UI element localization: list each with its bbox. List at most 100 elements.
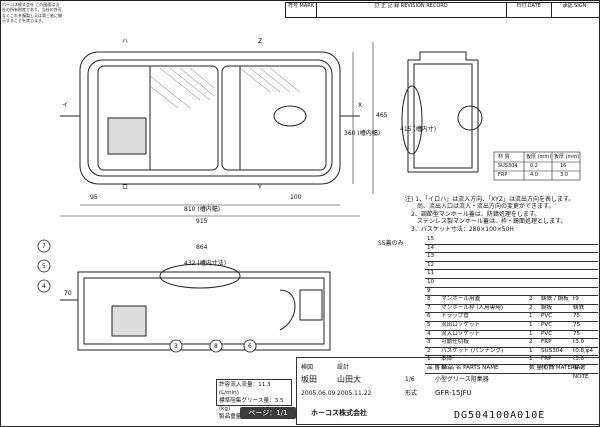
parts-cell-name: 流出口ソケット <box>441 322 481 328</box>
callout-6: 6 <box>248 343 252 350</box>
parts-cell-no: 14 <box>427 244 435 251</box>
dim-915: 915 <box>196 218 208 225</box>
parts-cell-name: 流入口ソケット <box>441 330 481 337</box>
dim-810: 810 (槽内幅) <box>184 206 221 213</box>
inner-table-r1c2: 3.0 <box>560 172 568 178</box>
parts-cell-mat: FRP <box>541 356 552 363</box>
parts-cell-name: トラップ管 <box>441 313 469 320</box>
note-line: 2、調節型マンホール蓋は、防錆処理をします。 <box>405 210 541 218</box>
parts-cell-note: t3.0 <box>573 339 585 346</box>
parts-header-note: 備 考 NOTE <box>573 365 589 380</box>
drawing-notes: 注) 1、「イロハ」は流入方向、「XYZ」は流出方向を表します。 尚、流出入口は… <box>405 196 597 233</box>
parts-cell-no: 15 <box>427 236 435 242</box>
designer-1: 坂田 <box>301 375 317 384</box>
parts-row: 12 <box>425 261 598 271</box>
dim-100: 100 <box>290 194 302 201</box>
parts-cell-no: 8 <box>427 296 431 303</box>
inner-table-r0c2: 16 <box>560 163 567 169</box>
plan-view <box>60 51 360 185</box>
parts-cell-qty: 1 <box>529 313 533 320</box>
inner-table-r1c1: 4.0 <box>530 172 538 178</box>
view-label-y: Y <box>258 184 262 191</box>
parts-cell-mat: PVC <box>541 330 553 337</box>
drawn-label: 設計 <box>337 364 350 371</box>
parts-cell-mat: 鋼板 <box>541 304 553 311</box>
parts-cell-note: t0.8,φ4 <box>573 347 594 354</box>
parts-cell-mat: PVC <box>541 313 553 320</box>
parts-cell-qty: 2 <box>529 339 533 346</box>
parts-row: 15 <box>425 235 598 245</box>
parts-cell-no: 11 <box>427 270 435 277</box>
parts-cell-note: t9 <box>573 296 579 303</box>
dim-70: 70 <box>64 290 72 297</box>
parts-row: 9 <box>425 287 598 297</box>
parts-cell-note: t3.0 <box>573 356 585 363</box>
parts-cell-no: 5 <box>427 322 431 328</box>
inner-table-h0: 材 質 <box>498 154 510 160</box>
view-label-i: イ <box>62 102 69 109</box>
rev-sign-header: 承認 SIGN <box>562 3 587 9</box>
parts-cell-no: 3 <box>427 339 431 346</box>
view-label-ha: ハ <box>122 38 129 45</box>
parts-row: 10 <box>425 278 598 288</box>
parts-cell-name: 可動仕切板 <box>441 339 469 346</box>
parts-cell-qty: 2 <box>529 304 533 311</box>
view-label-ro: ロ <box>122 184 129 191</box>
callout-3: 3 <box>174 343 178 350</box>
parts-cell-qty: 1 <box>529 330 533 337</box>
dim-95: 95 <box>90 194 98 201</box>
dim-432: 432 (槽内寸法) <box>184 260 227 267</box>
revision-table: 符号 MARK 訂 正 記 録 REVISION RECORD 日付 DATE … <box>285 2 600 18</box>
parts-cell-no: 10 <box>427 279 435 285</box>
parts-cell-note: 75 <box>573 330 581 337</box>
dim-465: 465 <box>376 112 388 119</box>
note-line: 注) 1、「イロハ」は流入方向、「XYZ」は流出方向を表します。 <box>405 196 575 203</box>
inner-table-r0c1: 0.2 <box>530 163 538 169</box>
title-block: 検図 設計 坂田 山田大 2005.06.09 2005.11.22 1/6 小… <box>296 357 600 425</box>
parts-cell-qty: 1 <box>529 347 533 354</box>
note-line: 3、バスケット寸法：280×100×50H <box>405 225 514 233</box>
page-indicator-button[interactable]: ページ：1/1 <box>240 407 296 419</box>
parts-cell-name: 本体 <box>441 356 453 363</box>
parts-cell-no: 13 <box>427 253 435 260</box>
date-1: 2005.06.09 <box>301 390 336 397</box>
scale: 1/6 <box>405 376 415 383</box>
drawing-number: DG504100A010E <box>454 410 546 421</box>
callout-7: 7 <box>42 243 46 250</box>
parts-cell-mat: 鋳鉄 / 鋼板 <box>541 296 569 303</box>
ss-lid-note: SS蓋のみ <box>378 240 404 247</box>
dim-864: 864 <box>196 244 208 251</box>
parts-cell-qty: 1 <box>529 356 533 363</box>
drawing-title: 小型グリース阻集器 <box>435 376 489 383</box>
parts-cell-name: バスケット (パンチング) <box>441 347 504 354</box>
parts-cell-name: マンホール枠 (人用専用) <box>441 304 504 311</box>
spec-box: 許容流入流量：11.3 (L/min) 標準阻集グリース量：3.5 (kg) 製… <box>216 379 292 420</box>
model-label: 形式 <box>405 390 418 397</box>
dim-415: 415 (槽内寸) <box>400 126 437 133</box>
callout-4: 4 <box>42 283 46 290</box>
parts-row: 14 <box>425 244 598 254</box>
note-line: ステンレス製マンホール蓋は、枠・鏡面処理とします。 <box>405 218 567 226</box>
spec-flow: 許容流入流量：11.3 (L/min) <box>219 382 271 396</box>
dim-360: 360 (槽内幅) <box>344 130 381 137</box>
note-line: 尚、流出入口は流入・流出方向の変更ができます。 <box>405 203 555 211</box>
date-2: 2005.11.22 <box>337 390 372 397</box>
checked-label: 検図 <box>301 364 314 371</box>
parts-cell-note: 75 <box>573 313 581 320</box>
rev-record-header: 訂 正 記 録 REVISION RECORD <box>316 3 507 17</box>
rev-date-header: 日付 DATE <box>506 3 552 17</box>
front-view <box>60 263 331 351</box>
parts-cell-note: 鋳鉄 <box>573 304 585 311</box>
inner-table-h1: 板厚 (mm) <box>526 154 552 160</box>
spec-grease: 標準阻集グリース量：3.5 (kg) <box>219 398 284 412</box>
